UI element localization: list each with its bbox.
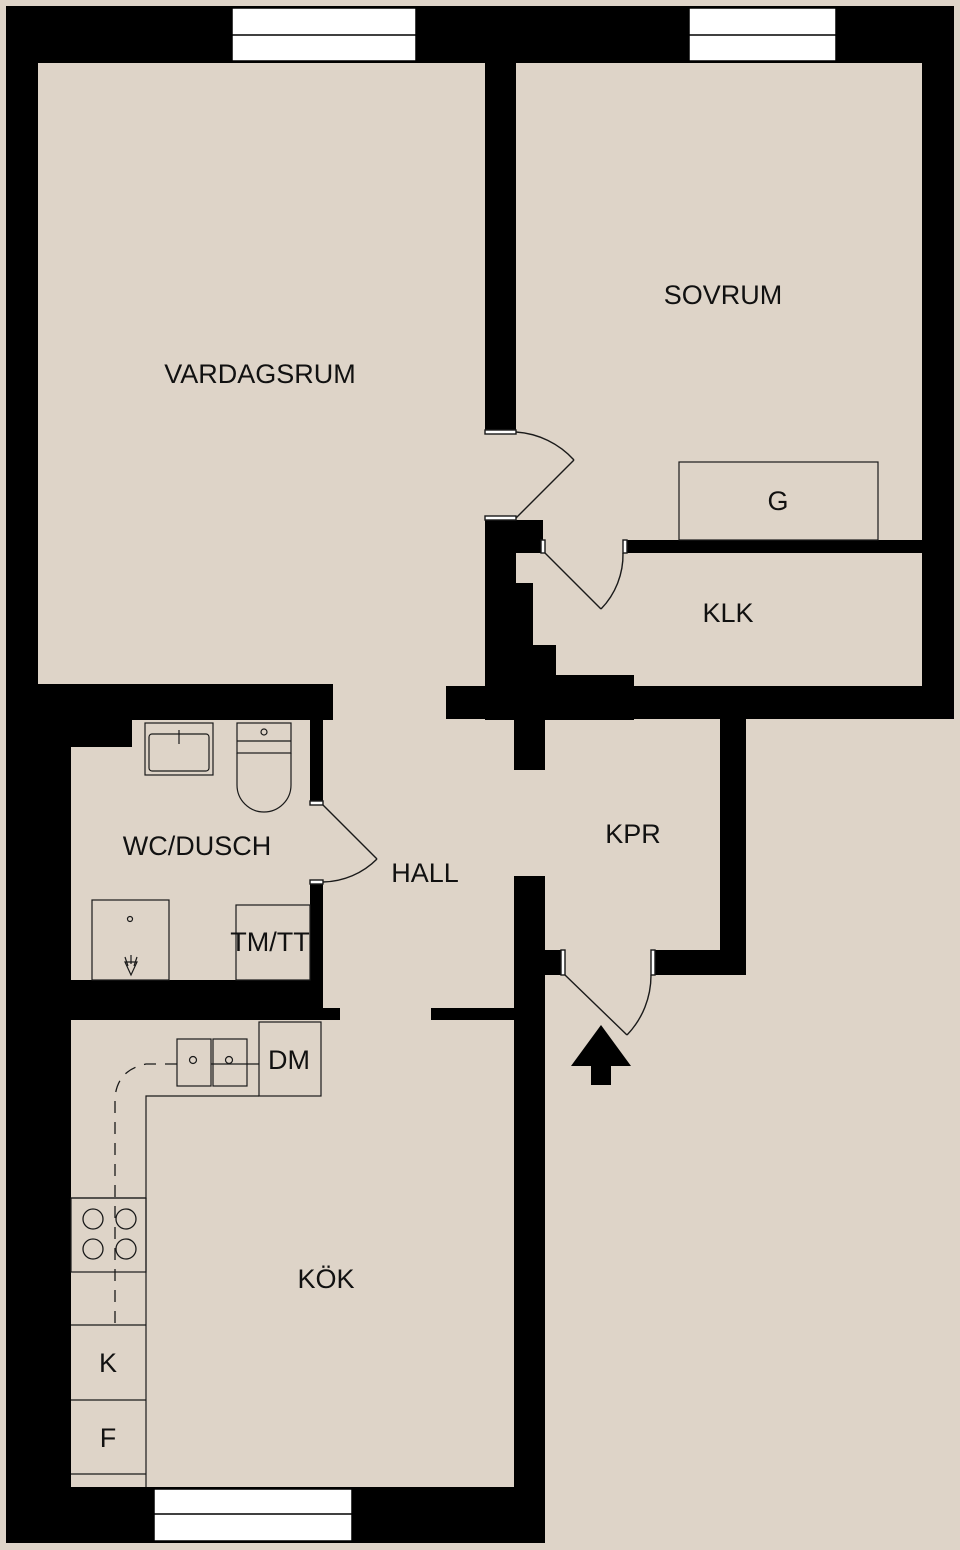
room-label-wc-dusch: WC/DUSCH	[123, 831, 272, 861]
kitchen-cabinet-dashed-line	[114, 1063, 177, 1325]
window-kitchen	[153, 1488, 353, 1542]
room-label-hall: HALL	[391, 858, 459, 888]
room-label-vardagsrum: VARDAGSRUM	[164, 359, 356, 389]
entrance-arrow-icon	[571, 1025, 631, 1085]
door-bath-swing	[322, 858, 378, 883]
wall-kpr-left	[514, 876, 545, 1543]
wall-left-inner	[38, 684, 71, 1489]
wall-entrance-jamb	[545, 950, 565, 975]
room-label-kok: KÖK	[297, 1264, 354, 1294]
fixture-label-f: F	[100, 1423, 117, 1453]
shower-icon	[91, 899, 170, 981]
stove-box	[70, 1197, 147, 1273]
wall-bath-top-inner	[38, 720, 132, 747]
door-bedroom-leaf	[515, 459, 575, 519]
wall-wardrobe-divider	[627, 540, 922, 553]
wall-bath-bottom	[38, 980, 323, 1020]
wall-kitchen-top-right	[431, 1008, 514, 1020]
room-label-klk: KLK	[702, 598, 753, 628]
fixture-label-k: K	[99, 1348, 117, 1378]
wall-bath-top	[38, 684, 333, 720]
wall-right-upper	[922, 6, 954, 719]
kitchen-sink-icon	[176, 1038, 259, 1087]
wall-kpr-right	[720, 719, 746, 975]
wall-stub-hall	[514, 719, 545, 770]
dishwasher-box	[258, 1021, 322, 1097]
door-bath-jamb-top	[309, 800, 324, 806]
windows	[153, 7, 837, 1542]
wall-hall-upper	[446, 686, 954, 719]
closet-step-1	[516, 520, 543, 553]
washbasin-icon	[144, 722, 214, 776]
door-bedroom-swing	[515, 431, 575, 461]
toilet-icon	[236, 722, 292, 813]
washer-dryer-box	[235, 904, 311, 981]
door-entrance-leaf	[564, 974, 628, 1036]
door-bath-leaf	[322, 804, 378, 860]
door-closet-jamb-right	[622, 539, 628, 554]
wall-living-bedroom	[485, 63, 516, 430]
fixture-label-g: G	[767, 486, 788, 516]
door-entrance-jamb-right	[650, 949, 656, 976]
wardrobe-box	[678, 461, 879, 541]
door-closet-swing	[600, 552, 624, 610]
wall-bath-bottom-stub	[323, 1008, 340, 1020]
room-label-kpr: KPR	[605, 819, 661, 849]
door-entrance-swing	[626, 974, 652, 1036]
door-bedroom-jamb-bottom	[484, 515, 517, 521]
doors	[309, 429, 656, 1036]
door-closet-jamb-left	[540, 539, 546, 554]
door-entrance-jamb-left	[560, 949, 566, 976]
fixture-label-dm: DM	[268, 1045, 310, 1075]
door-closet-leaf	[544, 552, 602, 610]
room-label-sovrum: SOVRUM	[664, 280, 783, 310]
stove-icon	[82, 1208, 137, 1260]
door-bath-jamb-bottom	[309, 879, 324, 885]
kitchen-counter	[70, 1021, 322, 1487]
wall-kpr-bottom	[653, 950, 746, 975]
wall-left	[6, 6, 38, 1543]
door-bedroom-jamb-top	[484, 429, 517, 435]
fixture-label-tm-tt: TM/TT	[230, 927, 309, 957]
wall-bath-right-upper	[310, 720, 323, 805]
